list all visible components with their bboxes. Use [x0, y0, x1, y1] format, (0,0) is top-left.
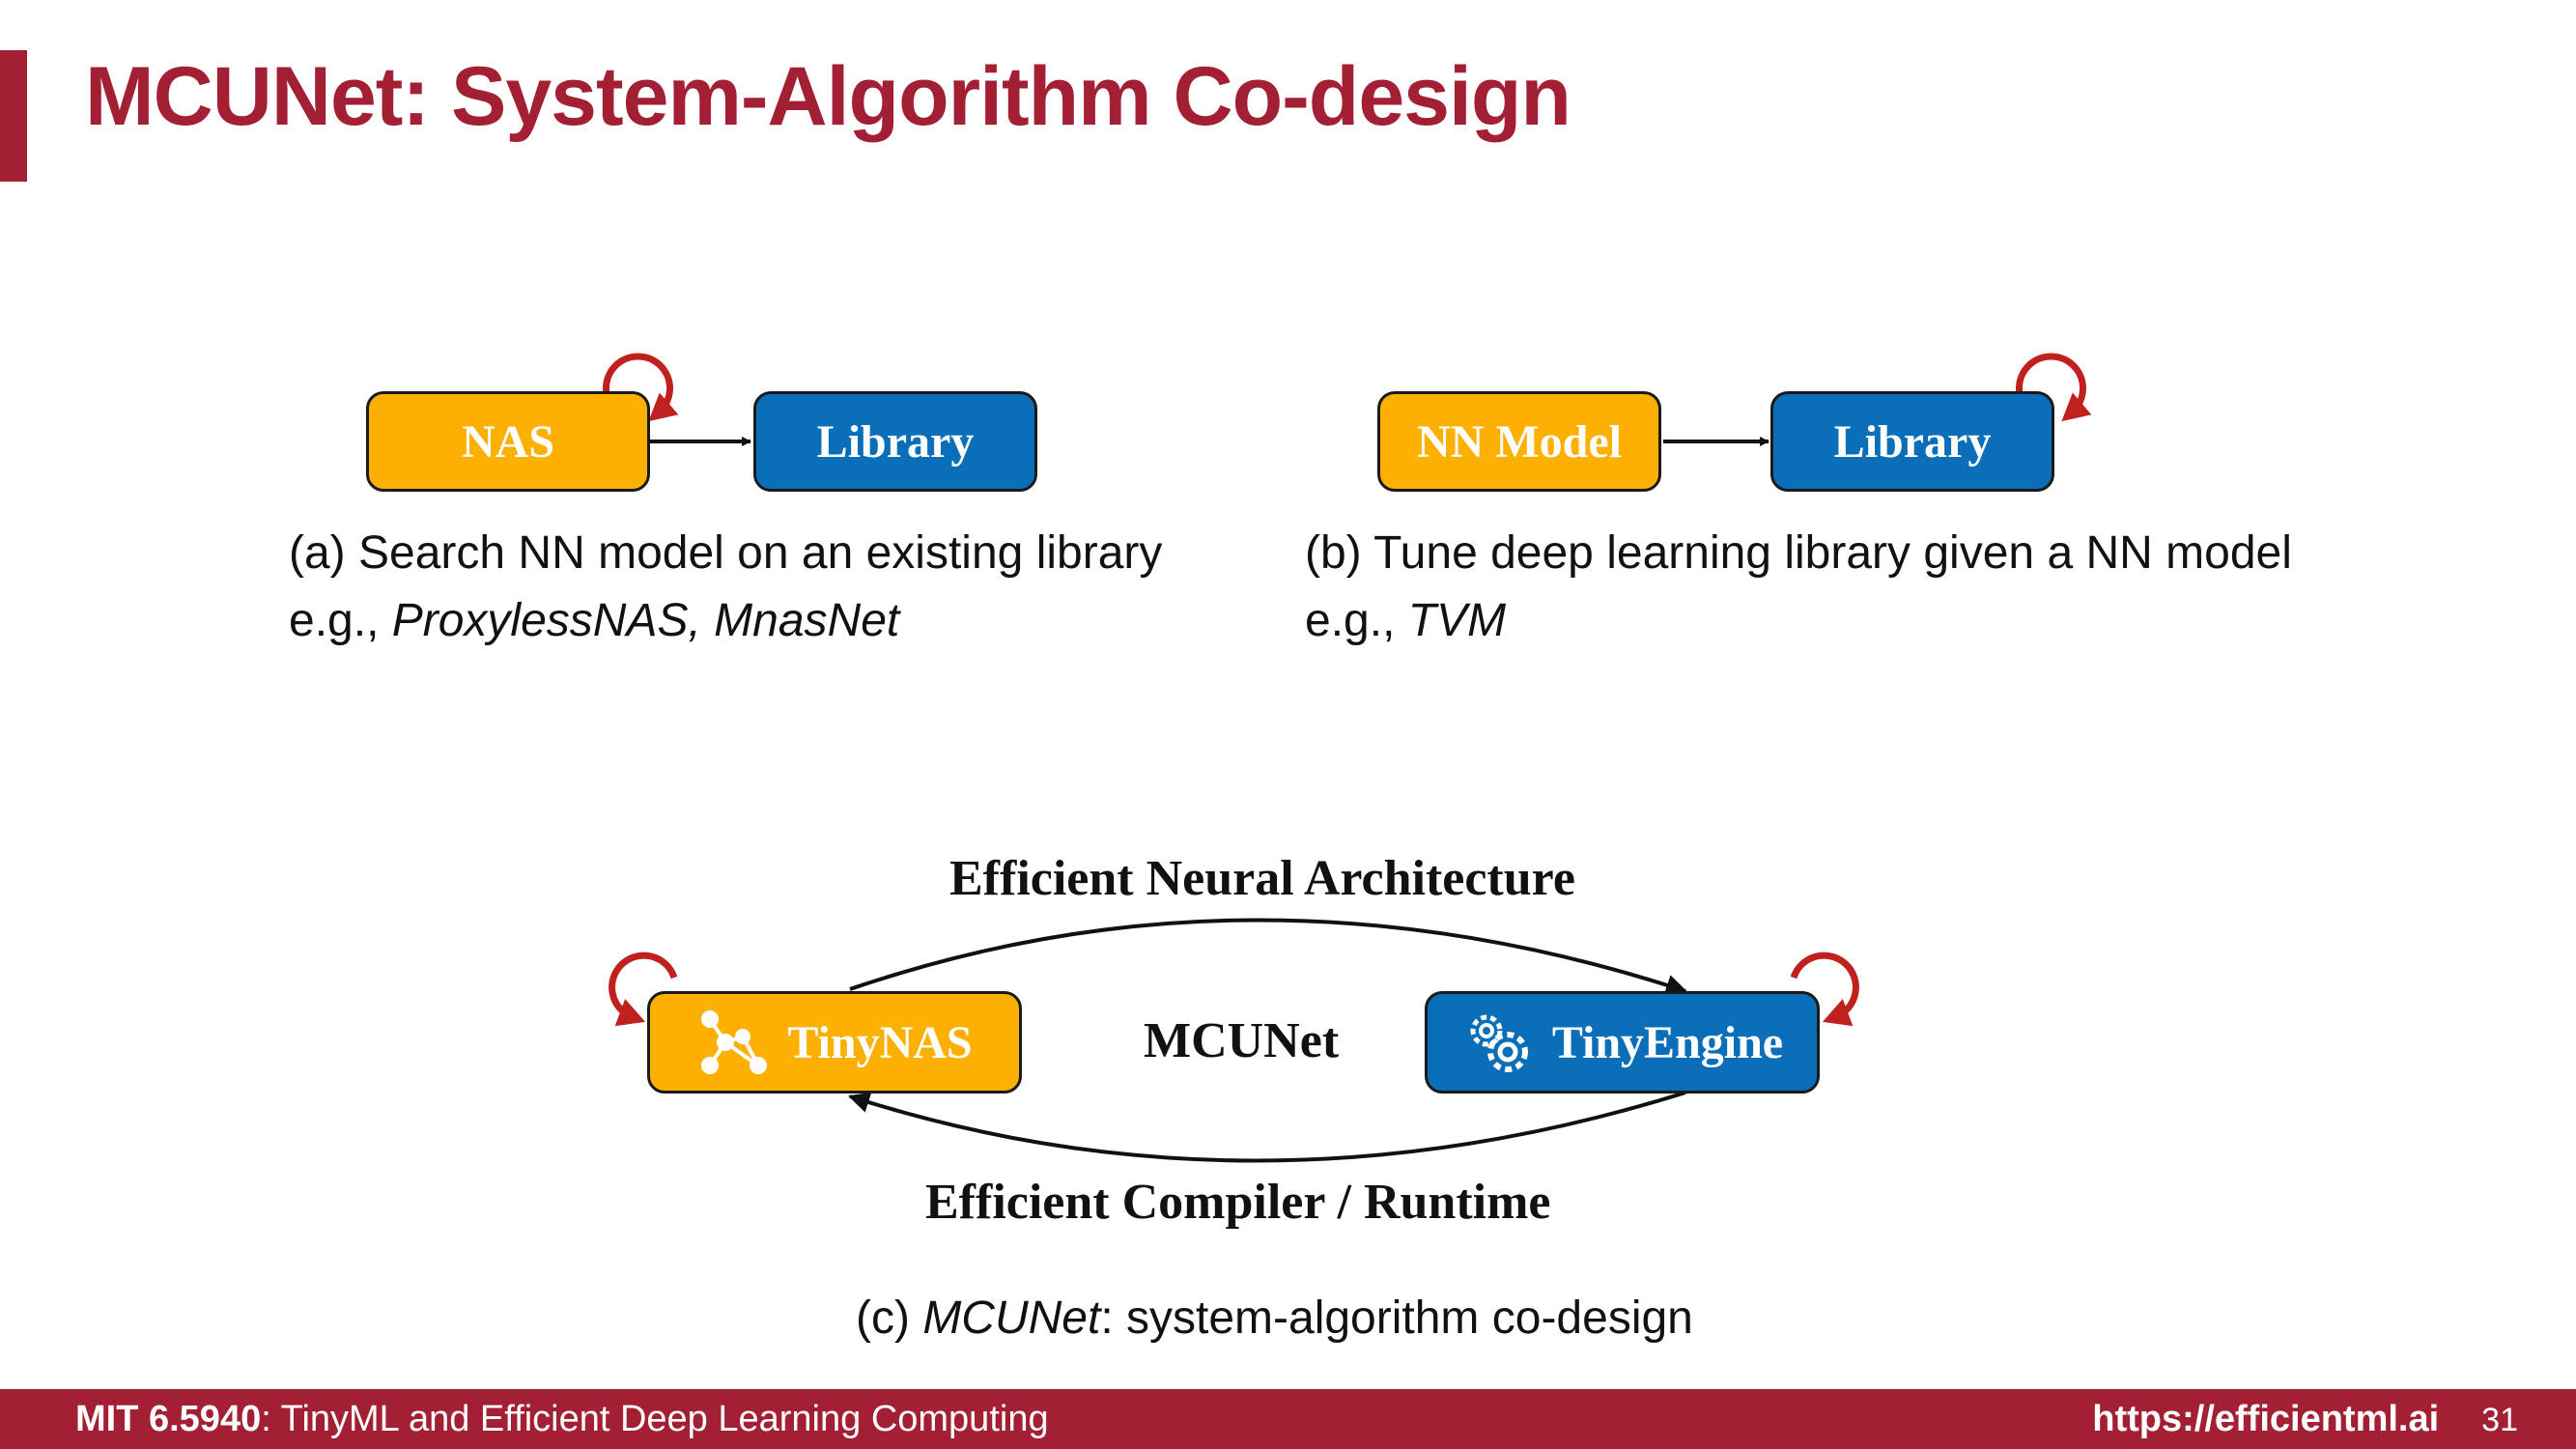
- footer-page-number: 31: [2481, 1402, 2518, 1438]
- nas-box-label: NAS: [461, 415, 555, 468]
- caption-a-line1: (a) Search NN model on an existing libra…: [289, 527, 1163, 579]
- nn-model-box: NN Model: [1377, 391, 1661, 492]
- caption-c: (c) MCUNet: system-algorithm co-design: [856, 1285, 1693, 1352]
- caption-c-rest: : system-algorithm co-design: [1100, 1293, 1693, 1344]
- network-graph-icon: [701, 1010, 768, 1074]
- nas-box: NAS: [366, 391, 650, 492]
- label-efficient-neural-architecture: Efficient Neural Architecture: [949, 851, 1575, 906]
- footer-course-code: MIT 6.5940: [75, 1399, 262, 1439]
- label-mcunet-center: MCUNet: [1144, 1013, 1340, 1068]
- footer-bar: MIT 6.5940: TinyML and Efficient Deep Le…: [0, 1389, 2576, 1449]
- loop-arrow-tinynas: [609, 952, 678, 1027]
- tinyengine-box: TinyEngine: [1425, 991, 1820, 1094]
- caption-b-line2: e.g., TVM: [1305, 587, 2292, 655]
- footer-course-name: : TinyML and Efficient Deep Learning Com…: [261, 1399, 1049, 1439]
- caption-c-prefix: (c): [856, 1293, 923, 1344]
- caption-a-prefix: e.g.,: [289, 595, 392, 646]
- caption-b-prefix: e.g.,: [1305, 595, 1408, 646]
- title-accent-bar: [0, 50, 27, 182]
- nn-model-box-label: NN Model: [1417, 415, 1622, 468]
- label-efficient-compiler-runtime: Efficient Compiler / Runtime: [925, 1175, 1551, 1230]
- caption-b-line1: (b) Tune deep learning library given a N…: [1305, 527, 2292, 579]
- tinynas-box: TinyNAS: [647, 991, 1022, 1094]
- caption-b-examples: TVM: [1407, 595, 1507, 646]
- tinynas-box-label: TinyNAS: [787, 1016, 973, 1068]
- slide-title: MCUNet: System-Algorithm Co-design: [85, 50, 1571, 143]
- library-box-a-label: Library: [816, 415, 975, 468]
- arc-efficient-neural-architecture: [849, 918, 1687, 996]
- footer-url-link[interactable]: https://efficientml.ai: [2092, 1399, 2440, 1439]
- library-box-a: Library: [753, 391, 1037, 492]
- caption-a-examples: ProxylessNAS, MnasNet: [391, 595, 900, 646]
- footer-right: https://efficientml.ai 31: [2092, 1399, 2518, 1440]
- footer-course: MIT 6.5940: TinyML and Efficient Deep Le…: [75, 1399, 1049, 1440]
- caption-b: (b) Tune deep learning library given a N…: [1305, 520, 2292, 655]
- arc-efficient-compiler-runtime: [848, 1091, 1686, 1163]
- loop-arrow-tinyengine: [1790, 952, 1859, 1027]
- tinyengine-box-label: TinyEngine: [1551, 1016, 1784, 1068]
- library-box-b: Library: [1770, 391, 2054, 492]
- caption-c-name: MCUNet: [922, 1293, 1101, 1344]
- caption-a-line2: e.g., ProxylessNAS, MnasNet: [289, 587, 1162, 655]
- library-box-b-label: Library: [1833, 415, 1992, 468]
- gears-icon: [1470, 1014, 1528, 1072]
- caption-a: (a) Search NN model on an existing libra…: [289, 520, 1162, 655]
